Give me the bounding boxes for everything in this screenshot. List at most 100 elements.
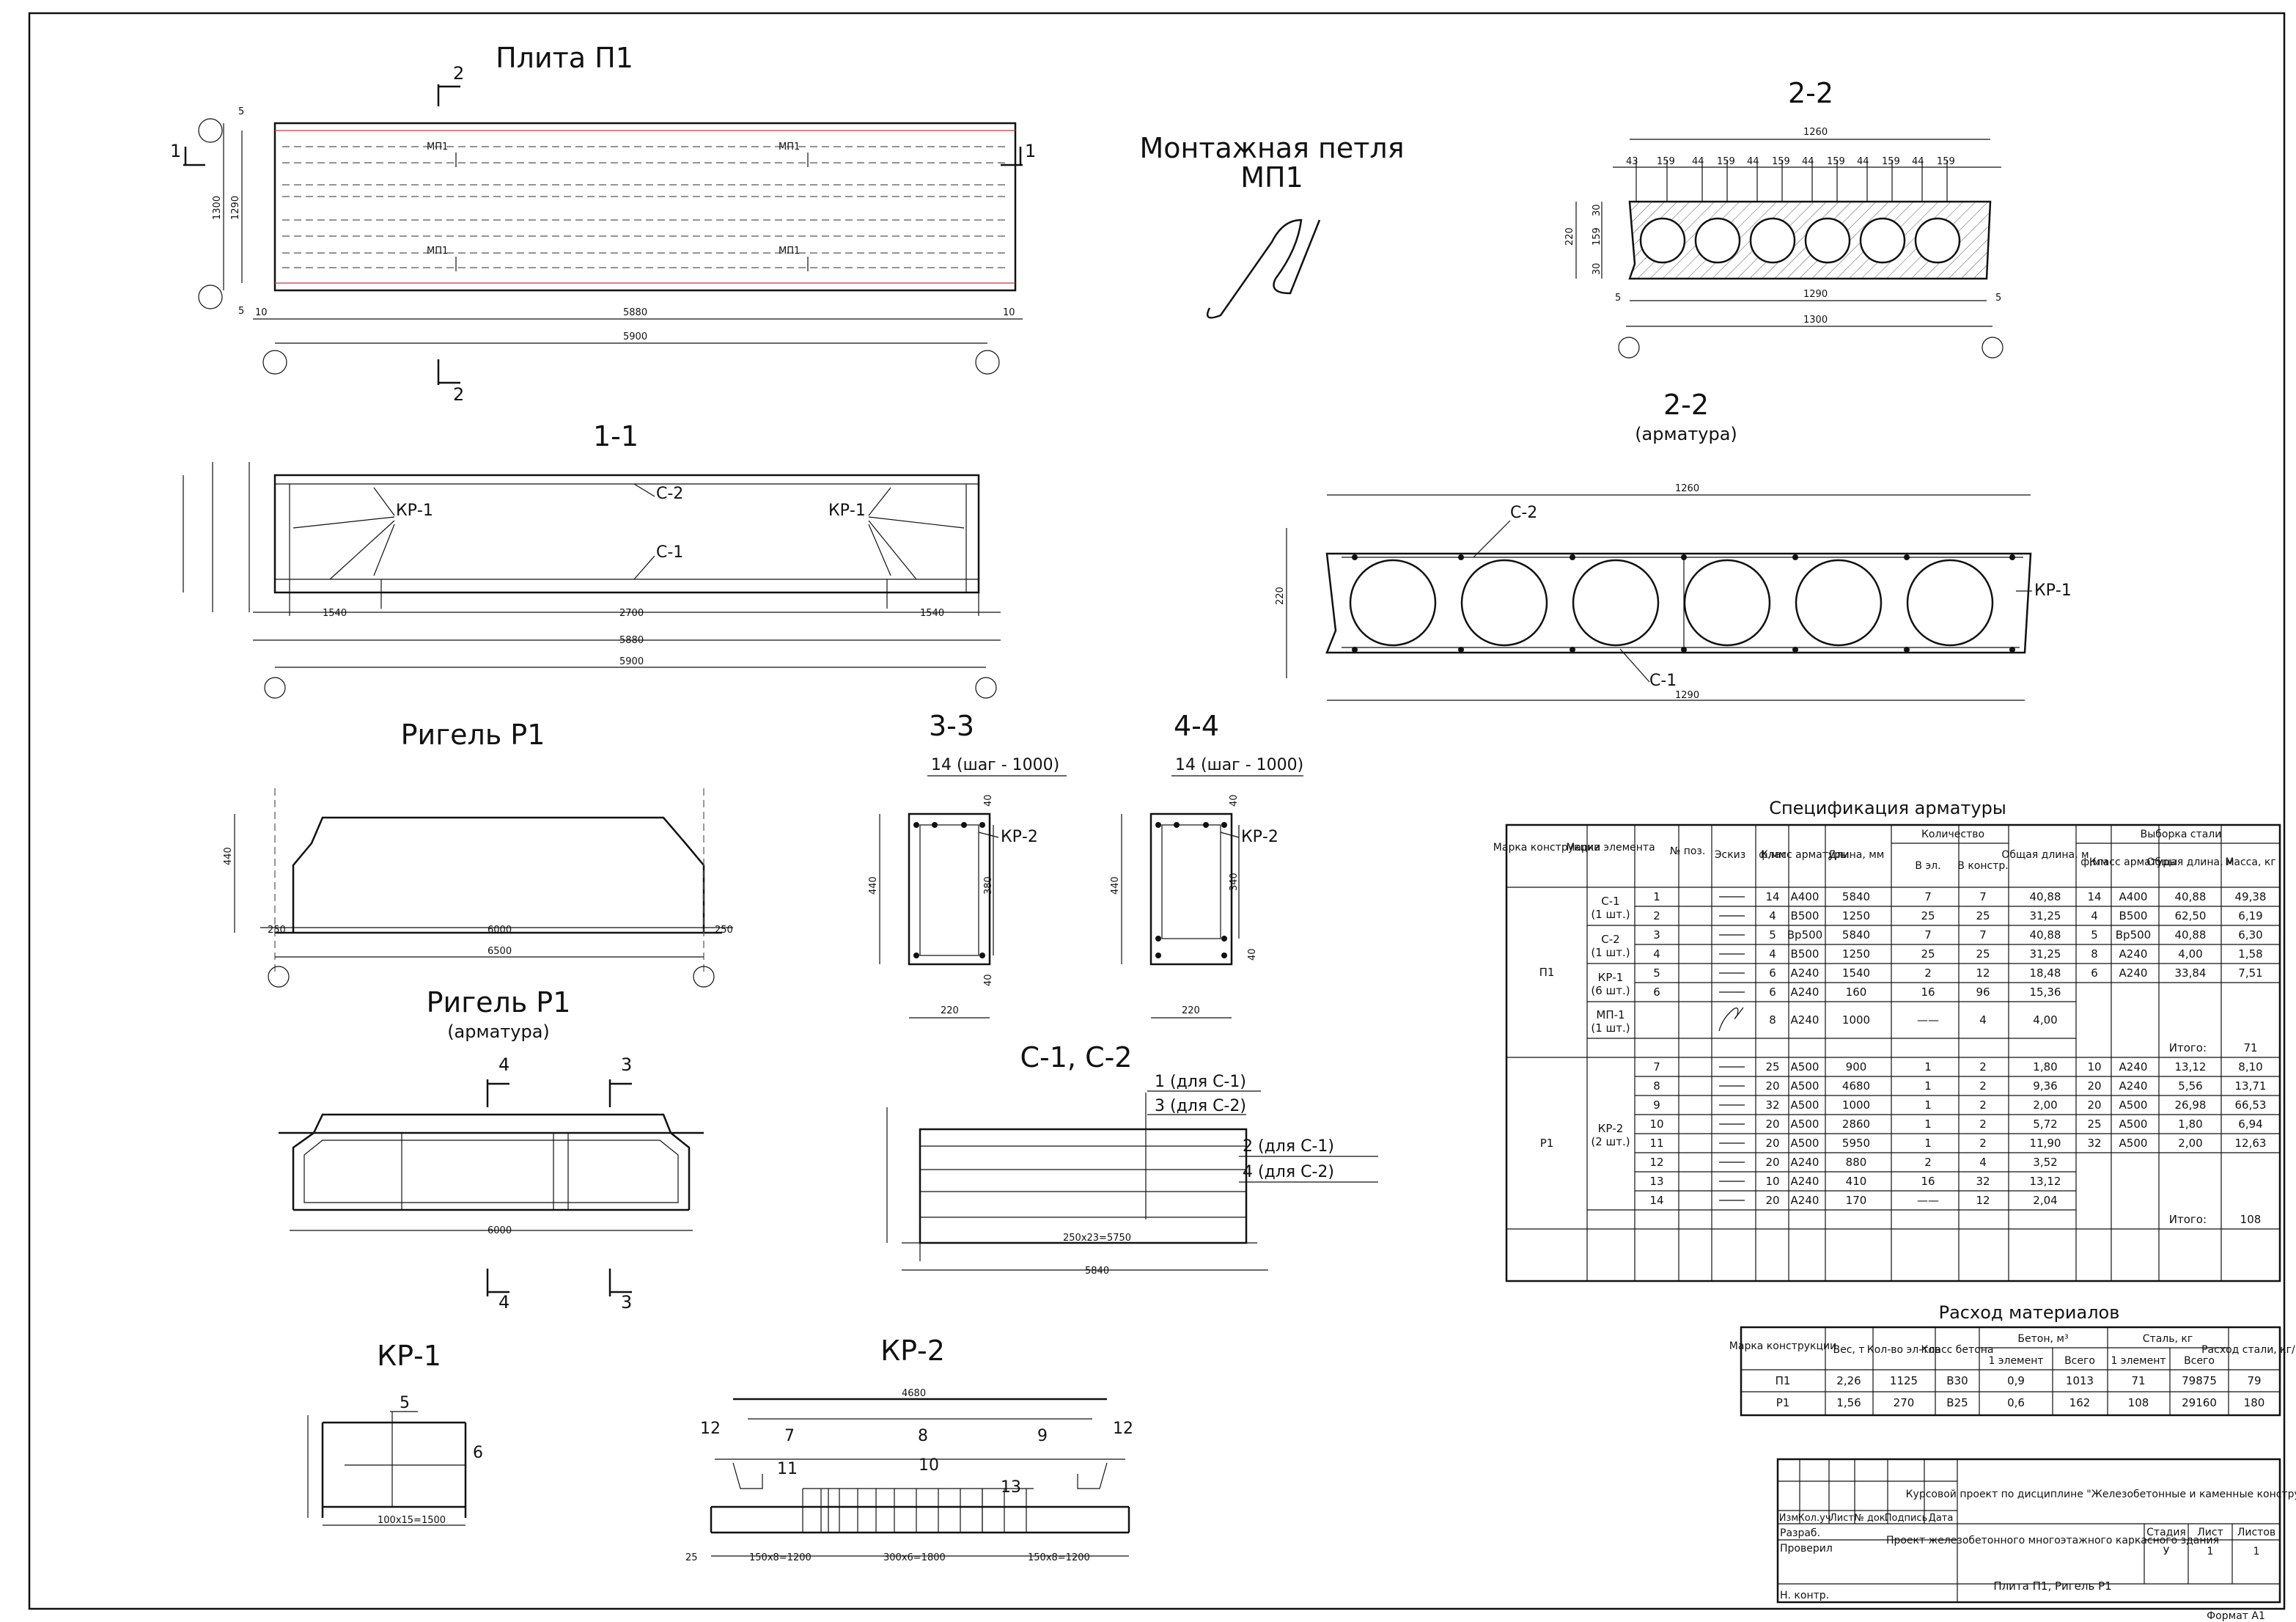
spec-cell: 14	[1649, 1194, 1663, 1207]
dim-text: 5	[238, 106, 244, 117]
spec-cell: 160	[1846, 986, 1867, 999]
rebar-dot	[1792, 647, 1798, 653]
stamp-col: Дата	[1929, 1513, 1954, 1524]
mat-title: Расход материалов	[1939, 1302, 2120, 1323]
mat-cell: 108	[2128, 1396, 2149, 1409]
beam-r1-rebar-view: Ригель Р1 (арматура) 6000 4 3 4 3	[279, 986, 704, 1313]
dim-text: 300х6=1800	[883, 1552, 946, 1563]
spec-sel-cell: 33,84	[2175, 966, 2207, 980]
spec-table: Спецификация арматуры Марка конструкции …	[1493, 798, 2281, 1282]
spec-cell: 1000	[1842, 1098, 1870, 1112]
dim-text: 5	[238, 306, 244, 317]
spec-sel-cell: А500	[2119, 1098, 2148, 1112]
rebar-note: 3 (для С-2)	[1155, 1097, 1246, 1115]
spec-cell: 1	[1924, 1060, 1932, 1074]
spec-cell: 31,25	[2030, 909, 2061, 922]
loop-mark: МП1	[1240, 161, 1303, 194]
dim-text: 5900	[623, 331, 647, 342]
spec-cell: В500	[1791, 947, 1819, 961]
spec-cell: 25	[1921, 909, 1935, 922]
spec-sel-cell: 6,30	[2238, 928, 2262, 942]
rebar-dot	[1458, 647, 1464, 653]
spec-sel-cell: 6	[2091, 966, 2098, 980]
dim-text: 40	[1247, 948, 1258, 961]
rebar-dot	[1904, 554, 1910, 560]
spec-cell: 13,12	[2030, 1175, 2061, 1188]
spec-sel-cell: 20	[2087, 1098, 2101, 1112]
spec-sel-cell: 25	[2087, 1118, 2101, 1131]
rebar-label: КР-1	[2034, 581, 2072, 600]
stamp-col: Кол.уч	[1798, 1513, 1831, 1524]
spec-cell: 5840	[1842, 890, 1870, 903]
dim-text: 4680	[902, 1388, 926, 1399]
stamp-role: Разраб.	[1780, 1527, 1820, 1539]
rebar-label: С-1	[656, 543, 683, 562]
rebar-note: 6	[473, 1444, 483, 1462]
spec-cell: 7	[1979, 928, 1987, 942]
rebar-note: 12	[700, 1420, 721, 1438]
spec-cell: 20	[1765, 1194, 1779, 1207]
mat-cell: 2,26	[1836, 1374, 1861, 1387]
cut-mark: 4	[498, 1054, 509, 1075]
spec-cell: 12	[1649, 1156, 1663, 1169]
spec-cell: 13	[1649, 1175, 1663, 1188]
spec-cell: 25	[1976, 947, 1990, 961]
dim-text: 40	[983, 974, 994, 986]
spec-cell: 2	[1924, 1156, 1932, 1169]
cut-mark: 2	[453, 63, 464, 84]
void-circle	[1349, 559, 1437, 647]
spec-mk: Р1	[1540, 1137, 1554, 1150]
dim-text: 6500	[487, 946, 512, 957]
dim-text: 220	[941, 1005, 959, 1016]
mat-cell: 79875	[2182, 1374, 2217, 1387]
spec-cell: А400	[1791, 890, 1819, 903]
spec-sel-cell: 8,10	[2238, 1060, 2262, 1074]
mat-cell: 270	[1894, 1396, 1915, 1409]
dim-text: 1300	[1803, 315, 1828, 326]
spec-head: Масса, кг	[2225, 856, 2275, 868]
dim-text: 250	[268, 925, 286, 936]
spec-cell: 10	[1765, 1175, 1779, 1188]
spec-head: Класс арматуры	[1761, 849, 1849, 861]
mat-head: Марка конструкции	[1729, 1340, 1836, 1352]
plate-title: Плита П1	[496, 42, 633, 74]
loop-title: Монтажная петля	[1139, 132, 1404, 164]
spec-sel-cell: А400	[2119, 890, 2148, 903]
rebar-note: 1 (для С-1)	[1155, 1073, 1246, 1091]
spec-cell: 11,90	[2030, 1137, 2061, 1150]
rebar-dot	[2009, 647, 2015, 653]
void-circle	[1683, 559, 1771, 647]
rebar-note: 5	[400, 1394, 410, 1412]
spec-cell: 410	[1846, 1175, 1867, 1188]
spec-sel-cell: 13,71	[2235, 1079, 2267, 1093]
mp1-label: МП1	[427, 142, 448, 153]
spec-sel-cell: 14	[2087, 890, 2101, 903]
spec-sel-cell: 20	[2087, 1079, 2101, 1093]
spec-cell: 2	[1653, 909, 1660, 922]
dim-text: 5840	[1085, 1266, 1109, 1277]
mp1-label: МП1	[427, 246, 448, 257]
rebar-note: 7	[784, 1427, 795, 1445]
rebar-note: 14 (шаг - 1000)	[931, 756, 1059, 774]
dim-text: 1260	[1675, 483, 1699, 494]
cut-mark: 1	[1025, 141, 1036, 161]
spec-sel-cell: 40,88	[2175, 890, 2207, 903]
spec-sel-cell: 4	[2091, 909, 2098, 922]
spec-cell: 2	[1979, 1060, 1987, 1074]
spec-cell: 2	[1979, 1118, 1987, 1131]
section-4-4-view: 4-4 14 (шаг - 1000) КР-2 440 340 40 40 2…	[1110, 710, 1303, 1019]
spec-head: ф,мм	[1759, 849, 1787, 861]
spec-cell: 8	[1653, 1079, 1660, 1093]
cut-mark: 1	[170, 141, 181, 161]
dim-text: 6000	[487, 925, 512, 936]
spec-head: Общая длина, м	[2146, 856, 2234, 868]
spec-cell: В500	[1791, 909, 1819, 922]
spec-cell: 7	[1924, 890, 1932, 903]
rebar-label: С-2	[656, 485, 683, 503]
mat-cell: 1,56	[1836, 1396, 1861, 1409]
spec-cell: 2	[1979, 1098, 1987, 1112]
section-title: 2-2	[1663, 389, 1709, 421]
stamp-head: Листов	[2237, 1527, 2275, 1538]
stamp-head: Лист	[2197, 1527, 2223, 1538]
